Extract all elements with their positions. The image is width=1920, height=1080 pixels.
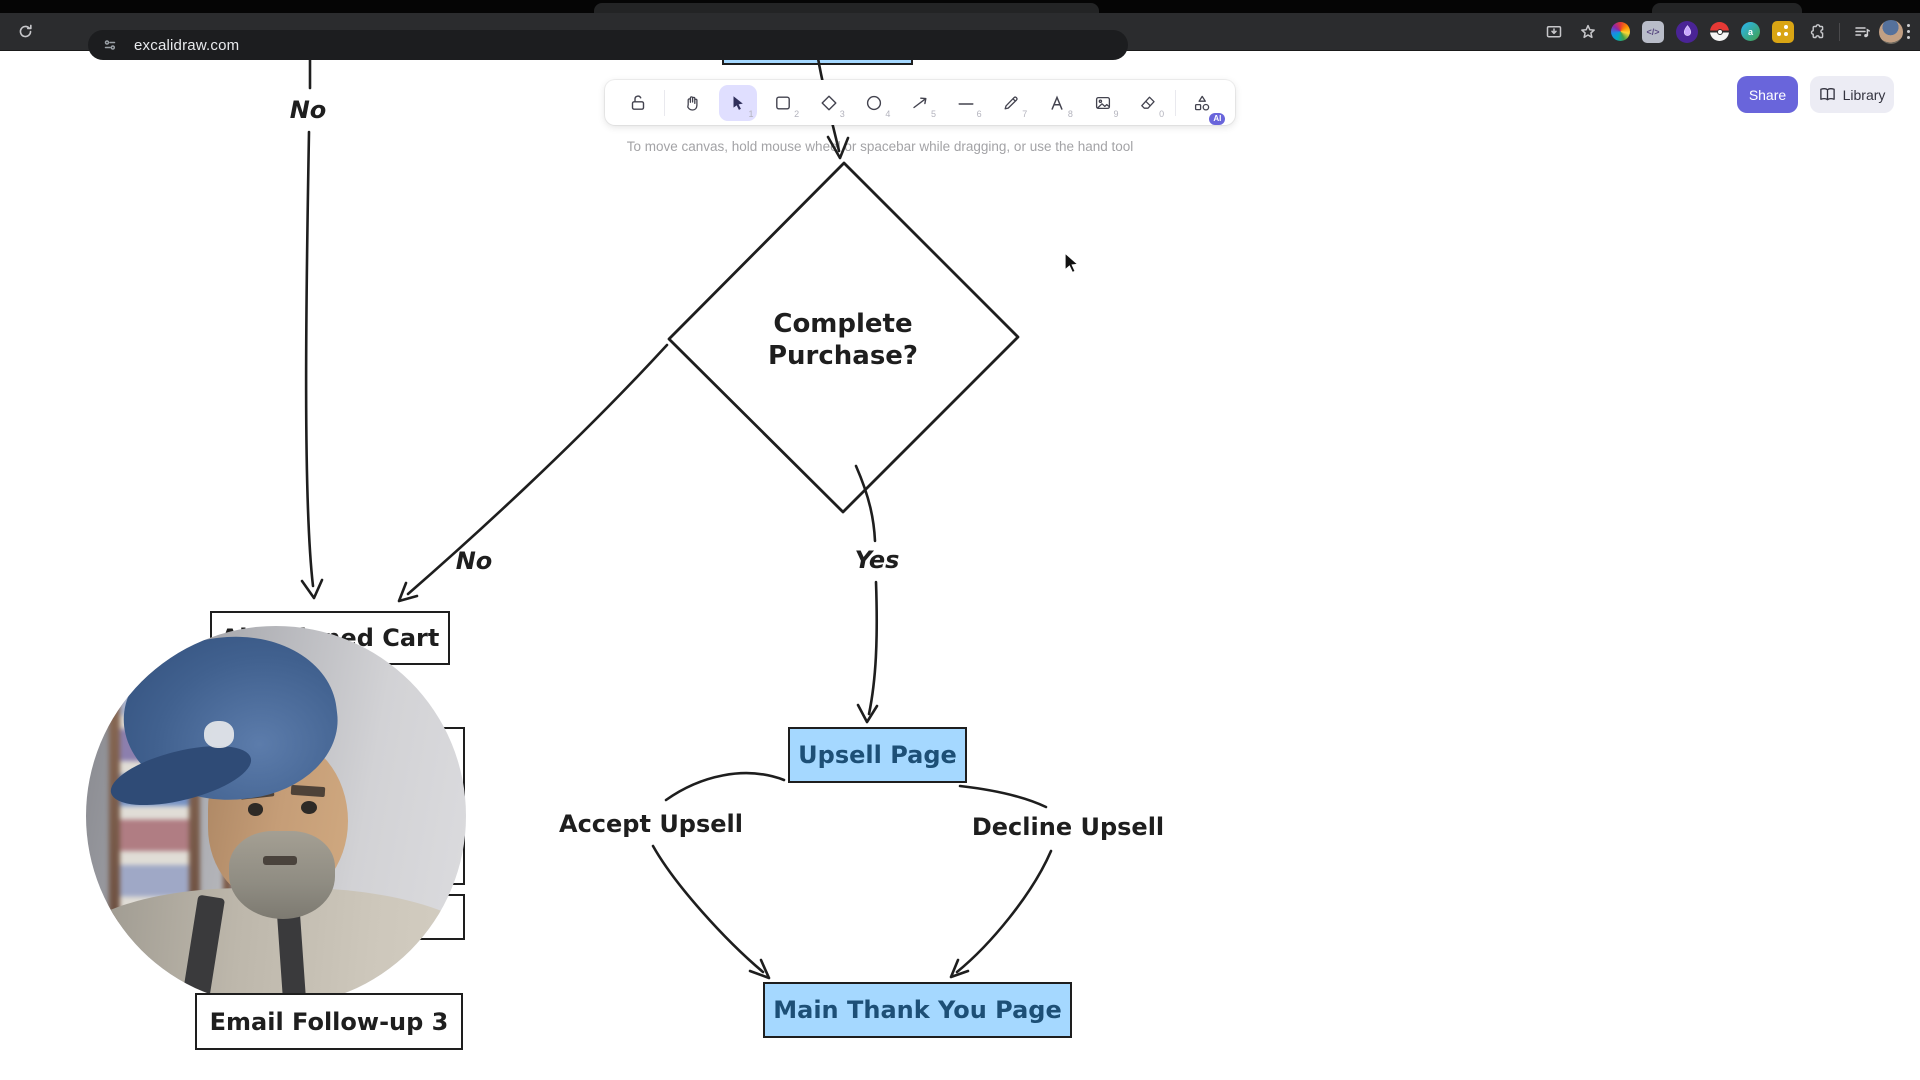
address-bar[interactable]: excalidraw.com	[88, 30, 1128, 60]
node-email-followup-3[interactable]: Email Follow-up 3	[195, 993, 463, 1050]
pencil-icon	[1004, 96, 1018, 109]
rectangle-icon	[776, 95, 791, 110]
edge-yes	[854, 464, 879, 724]
profile-avatar[interactable]	[1879, 19, 1903, 44]
edge-no-vertical	[300, 50, 324, 600]
navbar-divider	[1839, 22, 1840, 41]
shapes-icon	[1195, 95, 1210, 111]
tool-rectangle[interactable]: 2	[764, 85, 802, 121]
tool-hand[interactable]	[673, 85, 711, 121]
edge-label-no-vertical: No	[289, 96, 327, 124]
url-text: excalidraw.com	[134, 36, 240, 54]
code-extension-icon[interactable]: </>	[1642, 20, 1664, 43]
node-main-thank-you[interactable]: Main Thank You Page	[763, 982, 1072, 1038]
excalidraw-toolbar: 1 2 3 4 5 6 7 8 9 0 AI	[605, 80, 1235, 125]
bookmark-button[interactable]	[1571, 17, 1605, 47]
tool-arrow[interactable]: 5	[901, 85, 939, 121]
edge-label-no-diagonal: No	[455, 547, 493, 575]
flame-glyph	[1683, 25, 1691, 36]
ai-badge: AI	[1209, 112, 1226, 125]
share-button[interactable]: Share	[1737, 76, 1798, 113]
cap-logo	[203, 721, 235, 748]
tool-diamond[interactable]: 3	[810, 85, 848, 121]
install-app-button[interactable]	[1537, 17, 1571, 47]
tool-selection[interactable]: 1	[718, 84, 757, 121]
color-wheel-extension-icon[interactable]	[1611, 22, 1630, 41]
edge-accept	[651, 771, 786, 980]
line-icon	[958, 102, 974, 105]
node-upsell-page[interactable]: Upsell Page	[788, 727, 967, 783]
tool-lock[interactable]	[619, 85, 657, 121]
browser-tabstrip	[0, 0, 1920, 13]
browser-chrome: excalidraw.com </> a	[0, 0, 1920, 60]
extensions-button[interactable]	[1800, 17, 1834, 47]
site-settings-icon	[104, 40, 116, 50]
selection-cursor-icon	[733, 95, 743, 110]
library-button[interactable]: Library	[1810, 76, 1894, 113]
hand-icon	[687, 95, 698, 111]
lock-open-icon	[631, 94, 644, 110]
webcam-video-overlay	[86, 626, 466, 1006]
book-icon	[1819, 88, 1835, 101]
reload-icon	[19, 24, 32, 38]
person-beard	[228, 831, 335, 919]
install-app-icon	[1546, 25, 1562, 37]
edge-label-accept-upsell: Accept Upsell	[559, 810, 743, 838]
canvas-hint-text: To move canvas, hold mouse wheel or spac…	[626, 139, 1134, 154]
eraser-icon	[1141, 96, 1155, 109]
toolbar-divider	[664, 89, 666, 116]
arrow-icon	[913, 97, 927, 108]
browser-tab[interactable]	[1652, 3, 1802, 13]
browser-tab[interactable]	[594, 3, 1099, 13]
ellipse-icon	[867, 95, 882, 110]
edge-no-diagonal	[397, 343, 669, 603]
playlist-button[interactable]	[1845, 17, 1879, 47]
tool-text[interactable]: 8	[1038, 85, 1076, 121]
pokeball-extension-icon[interactable]	[1710, 22, 1729, 41]
tool-ellipse[interactable]: 4	[855, 85, 893, 121]
text-icon	[1051, 94, 1063, 110]
star-icon	[1581, 24, 1595, 38]
edge-label-yes: Yes	[854, 546, 900, 574]
node-main-thank-you-label: Main Thank You Page	[773, 996, 1062, 1024]
puzzle-icon	[1810, 23, 1824, 38]
tool-draw[interactable]: 7	[992, 85, 1030, 121]
diamond-icon	[821, 95, 837, 110]
node-email-followup-3-label: Email Follow-up 3	[209, 1007, 449, 1036]
reload-button[interactable]	[8, 17, 42, 47]
browser-menu-button[interactable]	[1907, 24, 1910, 39]
tool-line[interactable]: 6	[947, 85, 985, 121]
image-icon	[1095, 96, 1110, 109]
node-upsell-page-label: Upsell Page	[798, 741, 957, 769]
toolbar-divider	[1174, 89, 1176, 116]
edge-label-decline-upsell: Decline Upsell	[971, 813, 1165, 841]
playlist-icon	[1855, 26, 1870, 37]
yellow-dots-extension-icon[interactable]	[1772, 20, 1794, 43]
browser-navbar: excalidraw.com	[0, 13, 1920, 60]
translate-extension-icon[interactable]: a	[1741, 22, 1760, 41]
browser-actions: </> a	[1537, 13, 1920, 50]
tool-more-shapes[interactable]: AI	[1183, 85, 1226, 125]
flame-extension-icon[interactable]	[1676, 20, 1698, 43]
tool-eraser[interactable]: 0	[1129, 85, 1167, 121]
tool-image[interactable]: 9	[1084, 85, 1122, 121]
node-decision-label: Complete Purchase?	[767, 309, 919, 371]
